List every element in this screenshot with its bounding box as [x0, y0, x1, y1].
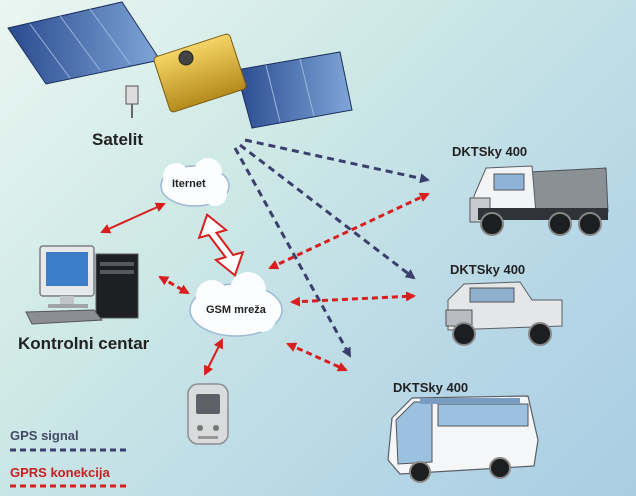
computer-icon	[25, 245, 139, 325]
cloud-icon-internet	[160, 158, 230, 207]
bus-icon	[387, 395, 539, 483]
legend-gps-signal: GPS signal	[10, 428, 79, 443]
pickup-label: DKTSky 400	[450, 262, 526, 277]
cloud-icon-gsm	[189, 272, 283, 337]
handheld-device-icon	[187, 383, 229, 445]
satellite-icon	[7, 1, 353, 129]
gsm-cloud-label: GSM mreža	[206, 304, 266, 316]
truck-icon	[469, 165, 609, 236]
internet-cloud-label: Iternet	[172, 178, 206, 190]
truck-label: DKTSky 400	[452, 144, 528, 159]
pickup-icon	[445, 281, 563, 346]
satellite-label: Satelit	[92, 130, 144, 149]
internet-gsm-link-arrow	[197, 212, 245, 278]
legend-lines	[10, 448, 130, 488]
control-center-label: Kontrolni centar	[18, 334, 150, 353]
bus-label: DKTSky 400	[393, 380, 469, 395]
gprs-connection-lines	[100, 192, 430, 376]
legend-gprs-connection: GPRS konekcija	[10, 465, 110, 480]
